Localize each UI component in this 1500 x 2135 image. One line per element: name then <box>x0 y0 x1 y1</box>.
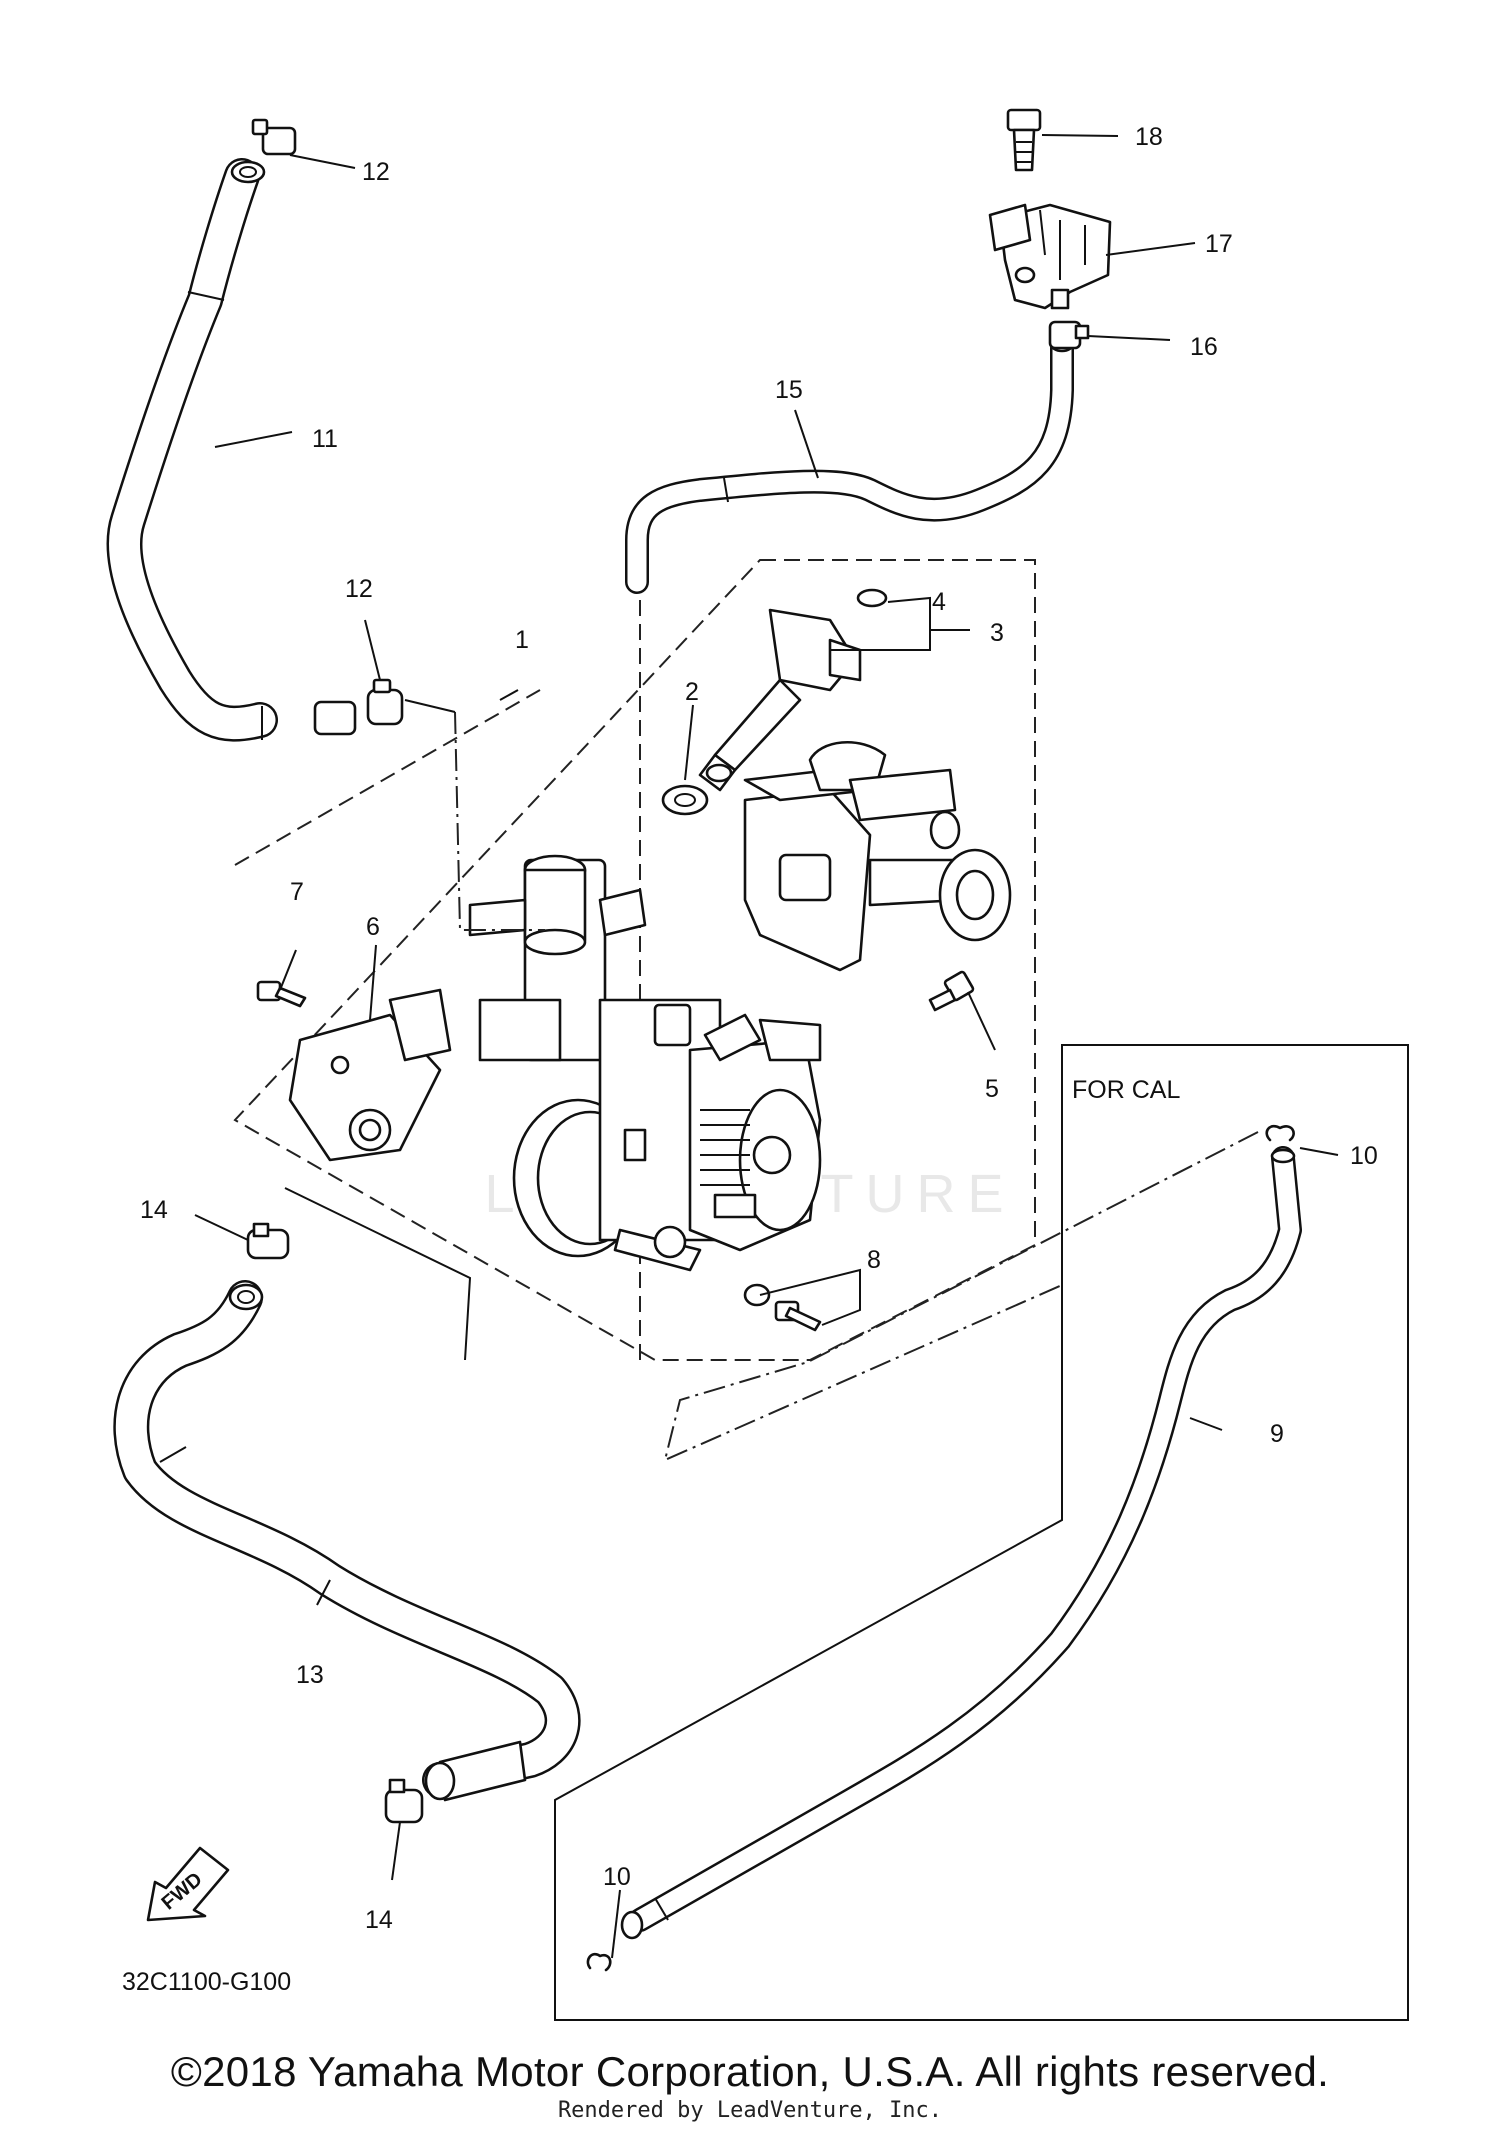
bolt-18 <box>1006 108 1042 172</box>
oring-4 <box>856 588 888 608</box>
callout-6: 6 <box>366 913 380 941</box>
routing-line-upper <box>454 711 1259 1462</box>
throttle-position-sensor-6 <box>288 988 452 1162</box>
screw-8 <box>743 1283 822 1332</box>
hose-clamp-14-bottom <box>384 1778 424 1824</box>
hose-clip-10-bottom <box>586 1952 612 1972</box>
callout-12-top: 12 <box>362 158 390 186</box>
callout-12-mid: 12 <box>345 575 373 603</box>
callout-17: 17 <box>1205 230 1233 258</box>
callout-16: 16 <box>1190 333 1218 361</box>
routing-line-lower <box>284 699 472 1361</box>
diagram-code: 32C1100-G100 <box>122 1968 291 1996</box>
fuel-injector-3 <box>698 608 862 792</box>
callout-10-top: 10 <box>1350 1142 1378 1170</box>
for-cal-box <box>554 1044 1409 2021</box>
seal-2 <box>661 784 709 816</box>
fwd-arrow-icon <box>146 1846 230 1922</box>
callout-2: 2 <box>685 678 699 706</box>
callout-1: 1 <box>515 626 529 654</box>
callout-13: 13 <box>296 1661 324 1689</box>
callout-3: 3 <box>990 619 1004 647</box>
hose-11 <box>106 158 357 742</box>
hose-clip-10-top <box>1265 1124 1295 1142</box>
leader-lines <box>194 134 1339 1959</box>
callout-18: 18 <box>1135 123 1163 151</box>
callout-14-top: 14 <box>140 1196 168 1224</box>
fuel-delivery-pipe <box>743 741 1012 972</box>
hose-clamp-16 <box>1048 320 1090 350</box>
callout-10-bottom: 10 <box>603 1863 631 1891</box>
hose-9 <box>620 1146 1302 1940</box>
screw-7 <box>256 980 307 1008</box>
for-cal-label: FOR CAL <box>1072 1076 1180 1104</box>
callout-14-bottom: 14 <box>365 1906 393 1934</box>
callout-5: 5 <box>985 1075 999 1103</box>
rendered-by-notice: Rendered by LeadVenture, Inc. <box>557 2098 943 2123</box>
callout-15: 15 <box>775 376 803 404</box>
screw-5 <box>928 970 975 1012</box>
hose-clamp-12-top <box>251 118 297 156</box>
callout-7: 7 <box>290 878 304 906</box>
hose-clamp-12-mid <box>366 678 404 726</box>
throttle-body <box>468 854 822 1272</box>
pressure-sensor-17 <box>988 203 1112 310</box>
callout-8: 8 <box>867 1246 881 1274</box>
callout-9: 9 <box>1270 1420 1284 1448</box>
hose-clamp-14-top <box>246 1222 290 1260</box>
callout-4: 4 <box>932 588 946 616</box>
hose-13 <box>113 1280 581 1802</box>
copyright-notice: ©2018 Yamaha Motor Corporation, U.S.A. A… <box>170 2048 1330 2095</box>
callout-11: 11 <box>312 425 338 453</box>
hose-15 <box>625 335 1075 594</box>
